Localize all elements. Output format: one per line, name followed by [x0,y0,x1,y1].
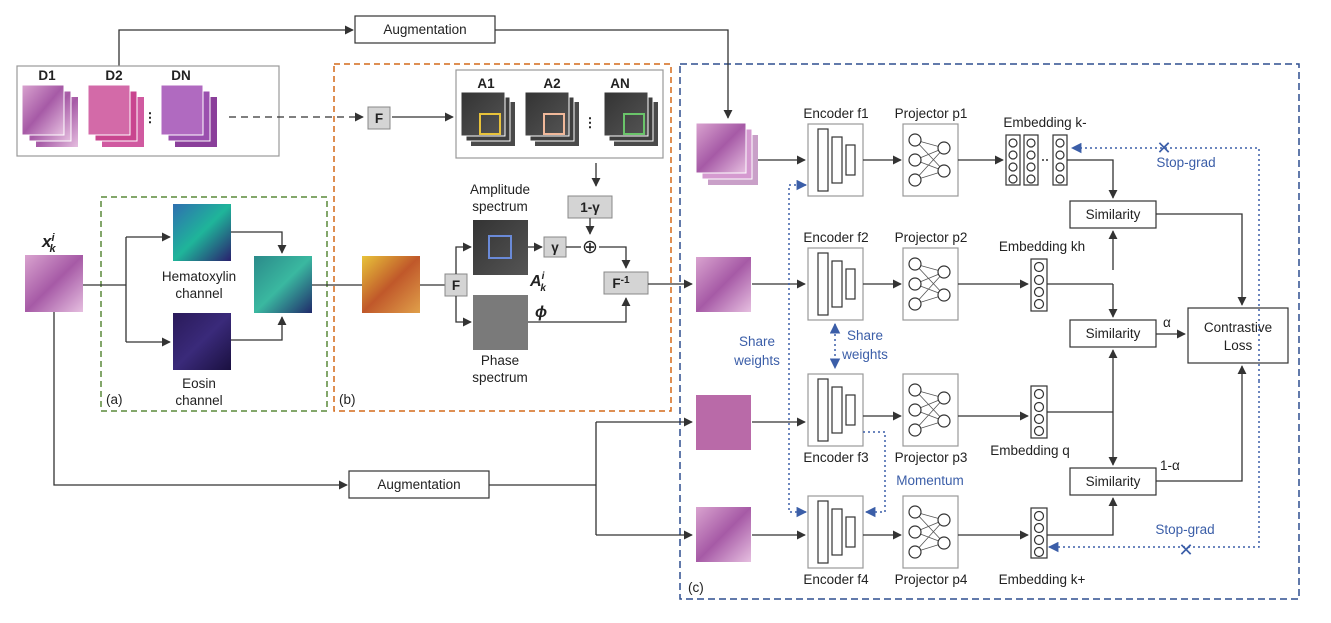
share-weights-left-1: Share [739,334,775,349]
amplitude-label-2: spectrum [472,199,528,214]
projector-p3-label: Projector p3 [895,450,968,465]
stop-grad-top-cross: ✕ [1156,138,1171,158]
amplitude-center-box [488,235,512,259]
panel-a-border [100,196,328,412]
amplitude-an-stack [603,91,658,146]
view-image-3 [696,395,751,450]
inverse-fourier-op [603,271,649,295]
panel-a-tag: (a) [106,392,123,407]
embedding-q-label: Embedding q [990,443,1070,458]
encoder-f1-label: Encoder f1 [803,106,868,121]
similarity-box-1 [1069,200,1157,229]
contrastive-loss-box [1187,307,1289,364]
encoder-f3 [807,373,864,447]
similarity-label-2: Similarity [1086,326,1141,341]
eosin-label-1: Eosin [182,376,216,391]
fourier-op-top-label: F [375,111,383,126]
eosin-label-2: channel [175,393,222,408]
one-minus-gamma-label: 1-γ [580,200,600,215]
view-image-4 [696,507,751,562]
amplitude-a1-label: A1 [477,76,495,91]
top-augmentation-label: Augmentation [383,22,466,37]
encoder-f4 [807,495,864,569]
inverse-fourier-label: F-1 [612,275,630,291]
share-weights-mid-2: weights [841,347,888,362]
projector-p1-label: Projector p1 [895,106,968,121]
one-minus-alpha-label: 1-α [1160,458,1180,473]
view-image-1 [695,122,758,185]
encoder-f3-label: Encoder f3 [803,450,868,465]
fourier-op-label: F [452,278,460,293]
phase-label-1: Phase [481,353,519,368]
projector-p2-label: Projector p2 [895,230,968,245]
similarity-label-3: Similarity [1086,474,1141,489]
eosin-channel-image [173,313,231,370]
hematoxylin-label-2: channel [175,286,222,301]
projector-p4 [902,495,959,569]
similarity-label-1: Similarity [1086,207,1141,222]
view-image-2 [696,257,751,312]
augmented-color-image [362,256,420,313]
phi-symbol: ϕ [535,304,547,321]
projector-p2 [902,247,959,321]
amplitude-spectrum-image [473,220,528,275]
plus-op: ⊕ [582,237,598,258]
gamma-label: γ [551,240,559,255]
contrastive-loss-label-2: Loss [1224,338,1253,353]
embedding-k-plus-label: Embedding k+ [999,572,1086,587]
domain-d2-stack [87,84,144,147]
phase-spectrum-image [473,295,528,350]
amplitude-ellipsis: ⋮ [583,115,597,130]
domain-dn-stack [160,84,217,147]
encoder-f2 [807,247,864,321]
embedding-q [1030,385,1048,439]
projector-p4-label: Projector p4 [895,572,968,587]
similarity-box-3 [1069,467,1157,496]
domain-d2-label: D2 [105,68,122,83]
domain-d1-label: D1 [38,68,56,83]
encoder-f2-label: Encoder f2 [803,230,868,245]
projector-p1 [902,123,959,197]
amplitude-a2-label: A2 [543,76,560,91]
embedding-kh [1030,258,1048,312]
hematoxylin-label-1: Hematoxylin [162,269,236,284]
input-image [25,255,83,312]
top-augmentation-box [354,15,496,44]
amplitude-an-label: AN [610,76,630,91]
stop-grad-bottom-label: Stop-grad [1155,522,1214,537]
bottom-augmentation-label: Augmentation [377,477,460,492]
panel-c-border [679,63,1300,600]
momentum-label: Momentum [896,473,964,488]
embedding-k-minus-label: Embedding k- [1003,115,1086,130]
panel-c-tag: (c) [688,580,704,595]
hematoxylin-channel-image [173,204,231,261]
alpha-label: α [1163,315,1171,330]
projector-p3 [902,373,959,447]
panel-b-border [333,63,672,412]
merged-channel-image [254,256,312,313]
stop-grad-top-label: Stop-grad [1156,155,1215,170]
embedding-k-minus [1005,134,1068,186]
contrastive-loss-label-1: Contrastive [1204,320,1272,335]
phase-label-2: spectrum [472,370,528,385]
amplitude-a1-stack [460,91,515,146]
domain-dn-label: DN [171,68,191,83]
encoder-f4-label: Encoder f4 [803,572,869,587]
share-weights-mid-1: Share [847,328,883,343]
similarity-box-2 [1069,319,1157,348]
amplitude-a2-stack [524,91,579,146]
amplitude-label-1: Amplitude [470,182,530,197]
embedding-k-plus [1030,507,1048,559]
panel-b-tag: (b) [339,392,356,407]
encoder-f1 [807,123,864,197]
fourier-op-top [367,106,391,130]
stop-grad-bottom-cross: ✕ [1178,540,1193,560]
share-weights-left-2: weights [733,353,780,368]
embedding-kh-label: Embedding kh [999,239,1085,254]
domain-d1-stack [21,84,78,147]
domain-ellipsis: ⋮ [143,110,157,125]
